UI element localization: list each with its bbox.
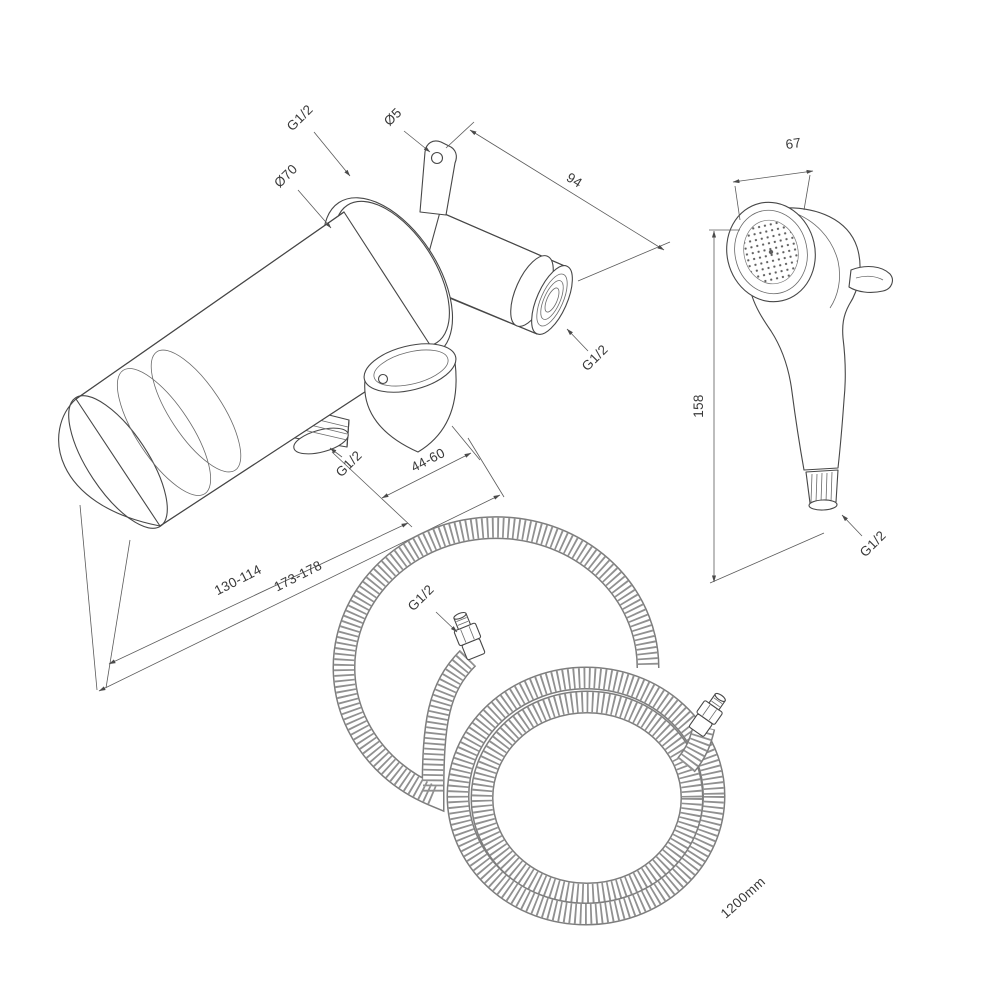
dim-label-length-outer: 173-178 [272, 558, 325, 595]
dim-label-escutcheon: Ø70 [271, 161, 300, 190]
dim-label-sprayer-thread: G1/2 [857, 528, 889, 560]
dim-label-sprayer-height: 158 [691, 394, 706, 417]
dim-label-length-inner: 130-114 [212, 562, 264, 598]
handset-holder-bracket [363, 343, 457, 453]
hose-drawing: G1/2 1200mm [332, 516, 768, 926]
mixer-body [58, 211, 433, 529]
dim-label-wall-thread: G1/2 [284, 102, 316, 134]
spray-face [726, 201, 816, 303]
trigger-lever [848, 265, 893, 293]
bracket-screw-hole [377, 373, 389, 385]
dim-label-union-length: 94 [564, 170, 585, 191]
hose-connector-left [453, 611, 486, 661]
sprayer-shoulder-line [791, 211, 840, 309]
dim-label-outlet-thread: G1/2 [333, 448, 365, 480]
dim-label-mount-hole: Ø5 [381, 105, 405, 129]
hose-coil [332, 516, 726, 926]
mounting-tab [419, 140, 457, 216]
dim-label-hose-length: 1200mm [718, 874, 768, 921]
dim-label-head-width: 67 [785, 135, 803, 152]
wall-union-pipe [419, 211, 573, 335]
dim-label-hose-thread: G1/2 [405, 582, 437, 614]
sprayer-thread-connector [805, 469, 839, 511]
hose-connector-right [688, 692, 726, 737]
sprayer-drawing: 67 158 G1/2 [691, 135, 893, 584]
mixer-drawing: G1/2 Ø5 Ø70 94 G1/2 G1/2 44-60 [58, 102, 671, 692]
